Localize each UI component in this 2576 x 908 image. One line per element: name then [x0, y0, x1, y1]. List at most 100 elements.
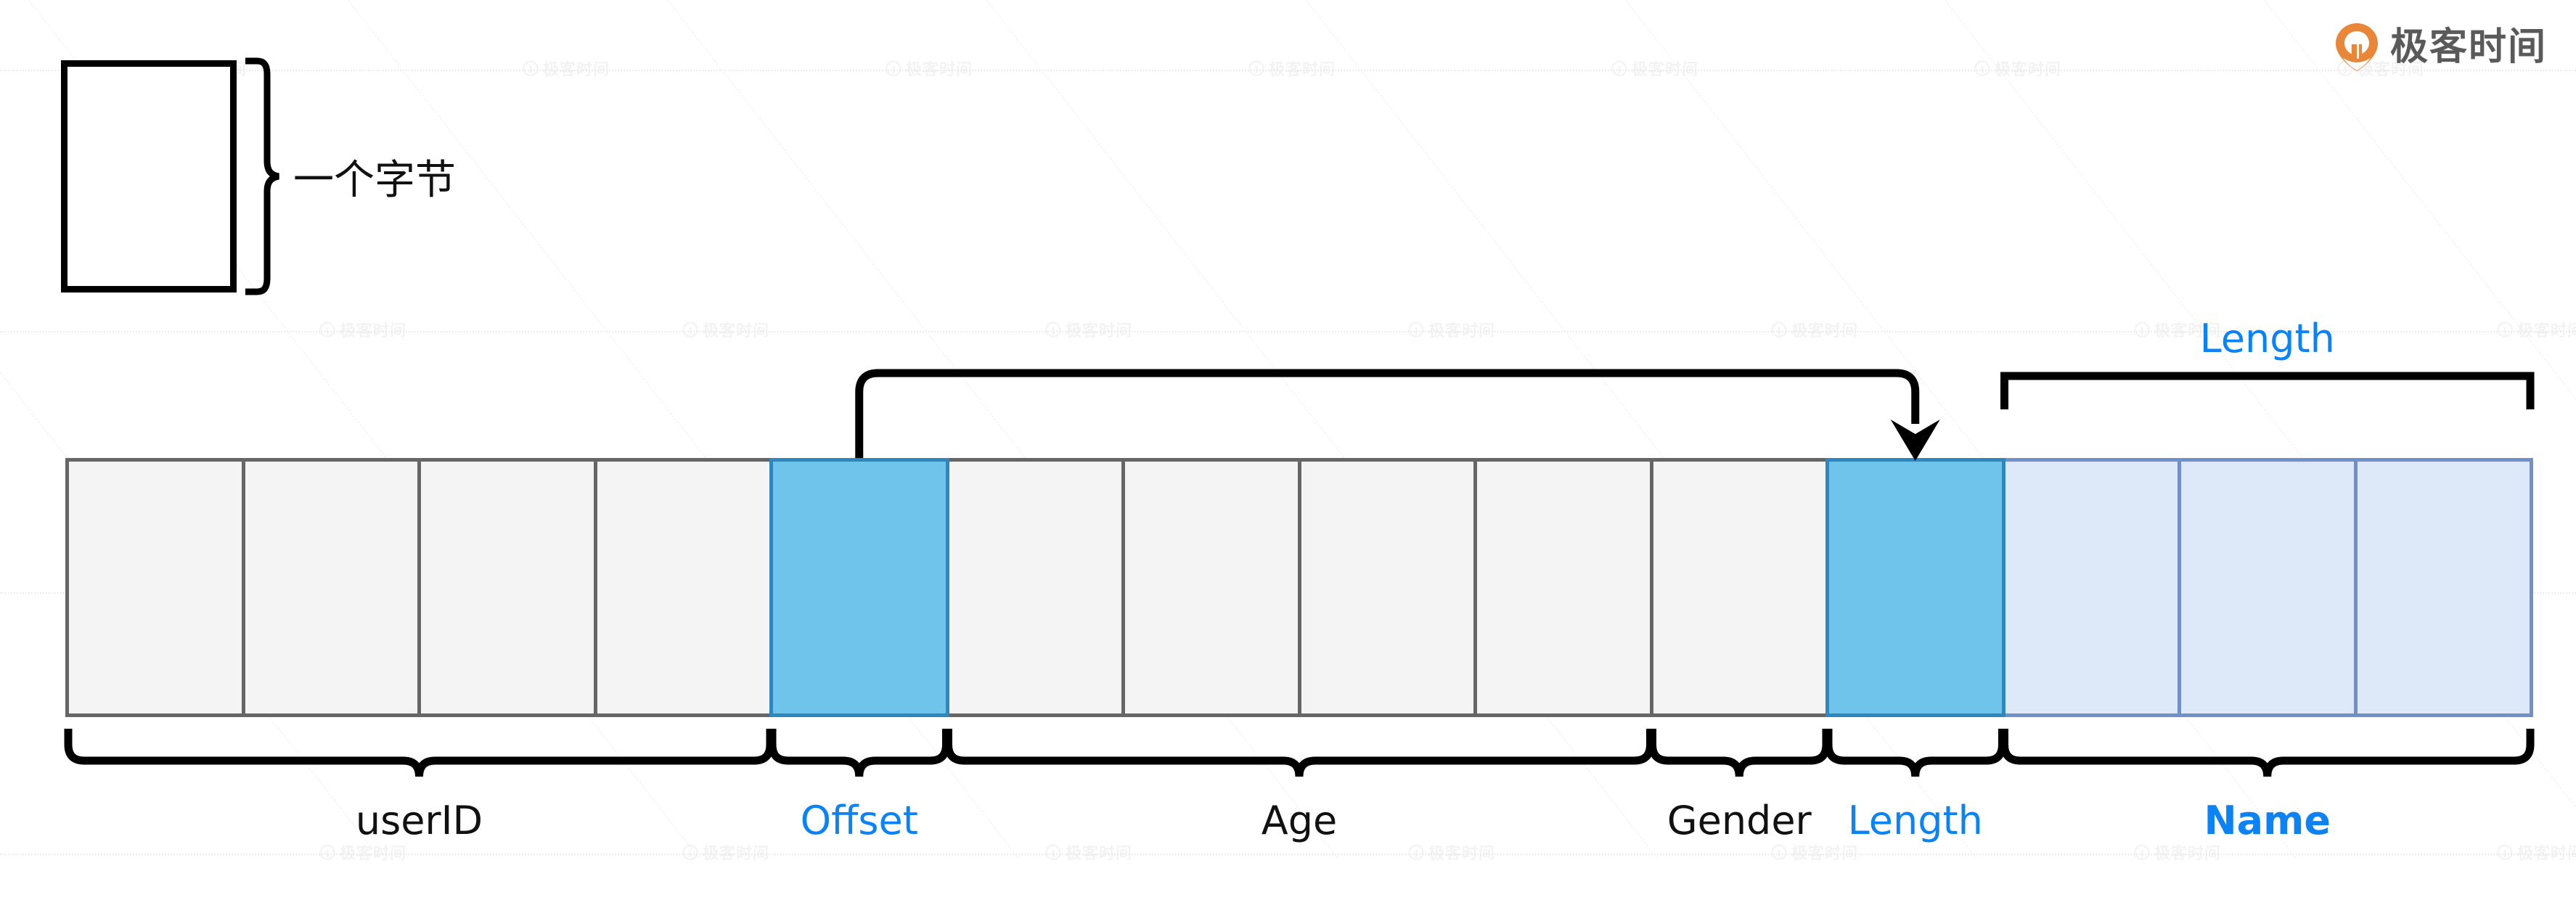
watermark-logo: 极客时间	[1248, 57, 1336, 80]
geektime-pin-icon	[1408, 844, 1424, 860]
watermark-diagonal	[348, 0, 1020, 1]
watermark-text: 极客时间	[1791, 844, 1859, 862]
byte-cell-10	[1825, 458, 2005, 717]
watermark-diagonal	[1945, 0, 2576, 1]
watermark-logo: 极客时间	[1408, 840, 1495, 864]
geektime-pin-icon	[1771, 844, 1787, 860]
geektime-pin-icon	[1045, 844, 1061, 860]
brace-name	[2000, 729, 2535, 777]
watermark-diagonal	[1626, 0, 2297, 1]
watermark-text: 极客时间	[2154, 844, 2222, 862]
byte-cell-9	[1649, 458, 1829, 717]
geektime-pin-icon	[2497, 844, 2513, 860]
watermark-text: 极客时间	[1428, 322, 1496, 340]
watermark-text: 极客时间	[1791, 322, 1859, 340]
byte-cell-7	[1297, 458, 1477, 717]
byte-strip	[65, 458, 2533, 717]
field-label-name: Name	[2204, 798, 2331, 843]
byte-cell-1	[241, 458, 421, 717]
watermark-logo: 极客时间	[1771, 318, 1858, 341]
watermark-line	[0, 331, 2576, 332]
watermark-text: 极客时间	[1995, 60, 2062, 78]
watermark-logo: 极客时间	[1045, 840, 1132, 864]
byte-cell-12	[2178, 458, 2358, 717]
brace-length	[1824, 729, 2006, 777]
byte-cell-8	[1473, 458, 1653, 717]
geektime-pin-icon	[1248, 60, 1264, 76]
brace-age	[944, 729, 1654, 777]
watermark-logo: 极客时间	[1771, 840, 1858, 864]
watermark-logo: 极客时间	[2497, 318, 2576, 341]
watermark-text: 极客时间	[703, 322, 770, 340]
field-label-userid: userID	[355, 798, 483, 843]
watermark-logo: 极客时间	[523, 57, 610, 80]
watermark-diagonal	[1945, 0, 2576, 859]
watermark-text: 极客时间	[340, 322, 407, 340]
geektime-pin-icon	[1408, 322, 1424, 338]
watermark-diagonal	[987, 0, 1659, 1]
watermark-diagonal	[2265, 0, 2576, 1]
watermark-diagonal	[29, 0, 700, 1]
watermark-logo: 极客时间	[319, 840, 406, 864]
pointer-arrow-icon	[855, 369, 1940, 461]
watermark-diagonal	[1306, 0, 1977, 859]
geektime-pin-icon	[319, 844, 335, 860]
watermark-text: 极客时间	[906, 60, 973, 78]
field-label-gender: Gender	[1667, 798, 1812, 843]
field-label-length: Length	[1847, 798, 1983, 843]
byte-cell-3	[593, 458, 773, 717]
byte-cell-2	[417, 458, 597, 717]
byte-cell-13	[2353, 458, 2533, 717]
watermark-text: 极客时间	[543, 60, 610, 78]
watermark-diagonal	[1625, 0, 2297, 859]
watermark-logo: 极客时间	[1974, 57, 2061, 80]
geektime-pin-icon	[682, 322, 698, 338]
watermark-logo: 极客时间	[682, 318, 769, 341]
geektime-pin-icon	[2497, 322, 2513, 338]
legend-one-byte: 一个字节	[61, 57, 456, 296]
geektime-pin-icon	[523, 60, 539, 76]
watermark-text: 极客时间	[2517, 322, 2576, 340]
byte-cell-5	[945, 458, 1125, 717]
geektime-pin-icon	[2134, 844, 2150, 860]
field-braces	[64, 729, 2535, 777]
watermark-diagonal	[2264, 0, 2576, 859]
span-bracket-icon	[2000, 372, 2535, 409]
watermark-logo: 极客时间	[319, 318, 406, 341]
watermark-text: 极客时间	[1632, 60, 1699, 78]
geektime-pin-icon	[1045, 322, 1061, 338]
geektime-pin-icon	[1611, 60, 1627, 76]
geektime-pin-icon	[2334, 22, 2380, 73]
watermark-text: 极客时间	[703, 844, 770, 862]
brand-logo: 极客时间	[2334, 22, 2547, 73]
watermark-text: 极客时间	[1269, 60, 1336, 78]
field-label-age: Age	[1261, 798, 1338, 843]
watermark-logo: 极客时间	[2134, 840, 2221, 864]
brace-gender	[1648, 729, 1831, 777]
watermark-logo: 极客时间	[682, 840, 769, 864]
field-label-offset: Offset	[800, 798, 918, 843]
watermark-logo: 极客时间	[1611, 57, 1698, 80]
watermark-text: 极客时间	[1428, 844, 1496, 862]
byte-cell-6	[1121, 458, 1301, 717]
geektime-pin-icon	[2134, 322, 2150, 338]
watermark-text: 极客时间	[1066, 844, 1133, 862]
watermark-text: 极客时间	[1066, 322, 1133, 340]
byte-cell-0	[65, 458, 245, 717]
watermark-diagonal	[667, 0, 1338, 859]
single-byte-box	[61, 60, 237, 293]
watermark-logo: 极客时间	[886, 57, 973, 80]
brand-name: 极客时间	[2389, 25, 2547, 69]
geektime-pin-icon	[319, 322, 335, 338]
watermark-diagonal	[0, 0, 381, 1]
geektime-pin-icon	[1974, 60, 1990, 76]
legend-label: 一个字节	[293, 156, 456, 204]
watermark-logo: 极客时间	[1408, 318, 1495, 341]
right-curly-brace-icon	[245, 57, 289, 296]
watermark-logo: 极客时间	[1045, 318, 1132, 341]
geektime-pin-icon	[886, 60, 901, 76]
brace-offset	[768, 729, 950, 777]
geektime-pin-icon	[682, 844, 698, 860]
watermark-line	[0, 854, 2576, 855]
watermark-text: 极客时间	[340, 844, 407, 862]
